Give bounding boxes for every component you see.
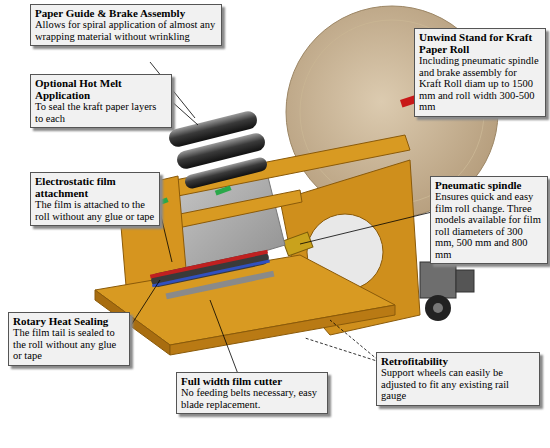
callout-heading: Electrostatic film attachment [35,175,155,199]
callout-box: Full width film cutterNo feeding belts n… [176,372,328,414]
callout-box: Pneumatic spindleEnsures quick and easy … [430,176,548,264]
callout-text: Support wheels can easily be adjusted to… [381,367,535,402]
callout-heading: Pneumatic spindle [435,179,543,191]
callout-text: Allows for spiral application of almost … [35,19,217,42]
callout-text: The film is attached to the roll without… [35,199,155,222]
callout-text: To seal the kraft paper layers to each [35,101,167,124]
callout-box: Electrostatic film attachmentThe film is… [30,172,160,226]
callout-heading: Unwind Stand for Kraft Paper Roll [419,31,541,55]
callout-heading: Paper Guide & Brake Assembly [35,7,217,19]
callout-text: No feeding belts necessary, easy blade r… [181,387,323,410]
callout-box: RetrofitabilitySupport wheels can easily… [376,352,540,406]
callout-box: Unwind Stand for Kraft Paper RollIncludi… [414,28,546,117]
callout-heading: Full width film cutter [181,375,323,387]
callout-box: Rotary Heat SealingThe film tail is seal… [8,312,130,366]
callout-heading: Optional Hot Melt Application [35,77,167,101]
callout-heading: Rotary Heat Sealing [13,315,125,327]
callout-heading: Retrofitability [381,355,535,367]
callout-box: Optional Hot Melt ApplicationTo seal the… [30,74,172,128]
callout-text: Including pneumatic spindle and brake as… [419,55,541,113]
callout-text: Ensures quick and easy film roll change.… [435,191,543,260]
callout-box: Paper Guide & Brake AssemblyAllows for s… [30,4,222,46]
callout-text: The film tail is sealed to the roll with… [13,327,125,362]
